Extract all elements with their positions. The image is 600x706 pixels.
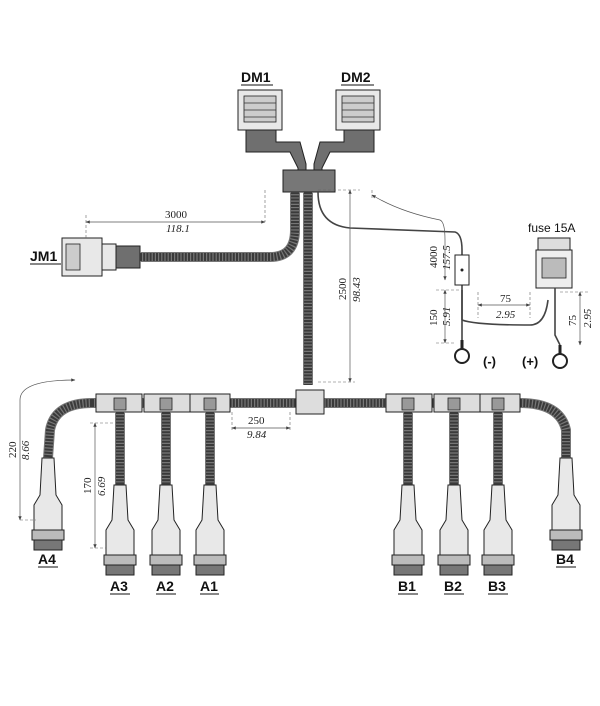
svg-text:6.69: 6.69 <box>96 476 108 496</box>
svg-text:2500: 2500 <box>337 278 349 301</box>
dim-spacing: 250 9.84 <box>231 412 291 441</box>
svg-text:2.95: 2.95 <box>496 309 516 321</box>
svg-text:3000: 3000 <box>165 209 188 221</box>
svg-text:75: 75 <box>500 293 512 305</box>
svg-text:98.43: 98.43 <box>351 277 363 302</box>
svg-text:250: 250 <box>248 415 265 427</box>
dim-branch-length: 170 6.69 <box>82 422 114 549</box>
negative-ring-terminal <box>454 340 470 364</box>
jm1-label: JM1 <box>30 248 57 264</box>
label-b1: B1 <box>398 578 416 594</box>
label-b3: B3 <box>488 578 506 594</box>
branch-cables <box>115 412 503 485</box>
label-b2: B2 <box>444 578 462 594</box>
label-b4: B4 <box>556 551 574 567</box>
svg-text:4000: 4000 <box>428 246 440 269</box>
positive-terminal-label: (+) <box>522 354 538 369</box>
dim-negative-lead: 150 5.91 <box>428 289 460 344</box>
connector-a1 <box>193 484 227 576</box>
label-a2: A2 <box>156 578 174 594</box>
connector-b2 <box>437 484 471 576</box>
label-a1: A1 <box>200 578 218 594</box>
fuse-15a <box>535 237 573 289</box>
dim-outer-drop: 220 8.66 <box>7 378 76 521</box>
fuse-label: fuse 15A <box>528 221 575 235</box>
dm1-connector <box>237 89 307 177</box>
svg-text:5.91: 5.91 <box>441 307 453 326</box>
dim-positive-lead: 75 2.95 <box>560 291 594 346</box>
label-a3: A3 <box>110 578 128 594</box>
svg-text:118.1: 118.1 <box>166 223 190 235</box>
svg-text:220: 220 <box>7 441 19 458</box>
svg-text:9.84: 9.84 <box>247 429 267 441</box>
svg-text:170: 170 <box>82 477 94 494</box>
svg-text:8.66: 8.66 <box>20 440 32 460</box>
positive-ring-terminal <box>552 345 568 369</box>
svg-text:150: 150 <box>428 309 440 326</box>
connector-a4 <box>31 457 65 551</box>
connector-b4 <box>549 457 583 551</box>
dim-power-length: 4000 157.5 <box>371 190 453 281</box>
center-tee <box>295 389 325 415</box>
connector-b3 <box>481 484 515 576</box>
connector-a2 <box>149 484 183 576</box>
splice-blocks <box>95 393 521 413</box>
connector-b1 <box>391 484 425 576</box>
svg-text:157.5: 157.5 <box>441 245 453 270</box>
dim-jm1-length: 3000 118.1 <box>85 190 266 238</box>
junction-collar <box>282 169 336 193</box>
connector-a3 <box>103 484 137 576</box>
svg-text:2.95: 2.95 <box>582 308 594 328</box>
dim-positive-offset: 75 2.95 <box>477 292 531 321</box>
svg-text:75: 75 <box>567 315 579 327</box>
dm2-label: DM2 <box>341 69 371 85</box>
dm1-label: DM1 <box>241 69 271 85</box>
jm1-connector <box>61 237 141 277</box>
dim-trunk-length: 2500 98.43 <box>318 189 363 383</box>
label-a4: A4 <box>38 551 56 567</box>
dm2-connector <box>313 89 381 177</box>
negative-terminal-label: (-) <box>483 354 496 369</box>
